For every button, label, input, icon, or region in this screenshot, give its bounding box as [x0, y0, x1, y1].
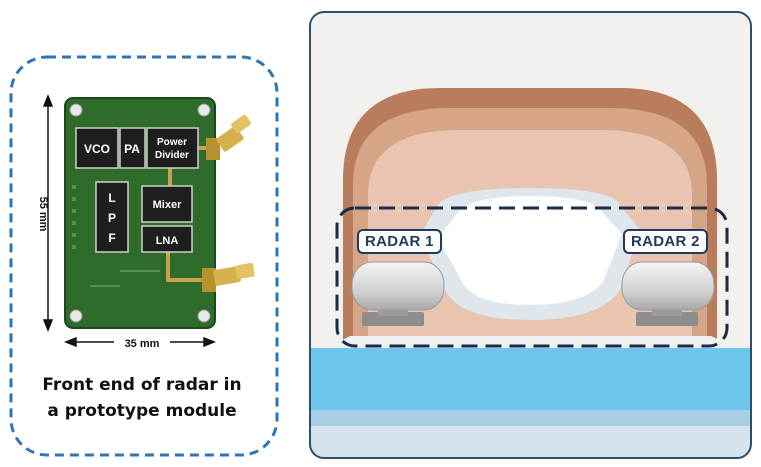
bed-scene-frame	[309, 11, 752, 459]
sma-connector-top	[206, 114, 252, 160]
power-divider-label-line1: Power	[157, 137, 187, 148]
power-divider-label-line2: Divider	[155, 150, 189, 161]
caption-line-1: Front end of radar in	[42, 375, 242, 395]
lpf-label-p: P	[108, 211, 116, 225]
lpf-label-f: F	[108, 231, 115, 245]
module-caption: Front end of radar in a prototype module	[22, 372, 262, 424]
height-dimension-label: 55 mm	[37, 197, 49, 232]
sma-connector-bottom	[202, 262, 255, 292]
mixer-label: Mixer	[153, 199, 182, 211]
pillow	[438, 196, 622, 305]
vco-block	[75, 127, 119, 169]
module-panel: VCO PA Power Divider L P F Mixer LNA 55 …	[9, 55, 279, 457]
radar-2-device	[621, 261, 715, 326]
height-dimension-arrow	[42, 93, 54, 333]
mixer-block	[141, 185, 193, 223]
lpf-label-l: L	[108, 191, 115, 205]
vco-label: VCO	[84, 142, 110, 156]
mattress	[310, 348, 751, 410]
radar-zone-dashed-box	[335, 206, 729, 348]
pa-block	[119, 127, 146, 169]
radar-1-device	[351, 261, 445, 326]
radar-2-label: RADAR 2	[623, 229, 708, 254]
pa-label: PA	[124, 142, 140, 156]
radar-1-label: RADAR 1	[357, 229, 442, 254]
lna-label: LNA	[156, 235, 179, 247]
power-divider-block	[146, 127, 199, 169]
caption-line-2: a prototype module	[47, 401, 237, 421]
lpf-block	[95, 181, 129, 253]
lna-block	[141, 225, 193, 253]
floor	[310, 426, 751, 458]
width-dimension-label: 35 mm	[125, 338, 160, 350]
bed-base	[310, 410, 751, 426]
